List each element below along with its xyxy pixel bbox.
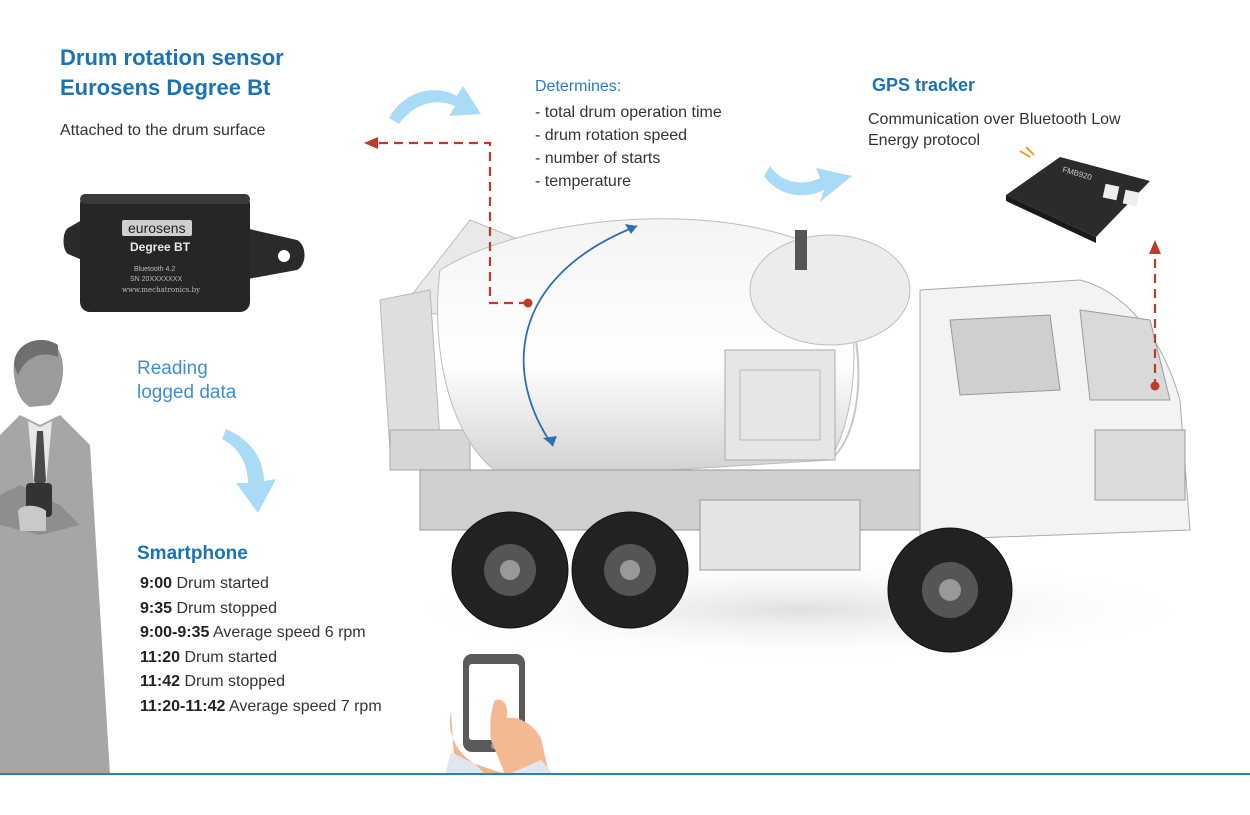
sensor-bluetooth: Bluetooth 4.2	[134, 266, 176, 273]
curved-arrow-icon	[389, 86, 481, 124]
smartphone-log: 9:00 Drum started 9:35 Drum stopped 9:00…	[140, 572, 382, 719]
log-time: 9:00-9:35	[140, 624, 210, 641]
sensor-title-line1: Drum rotation sensor	[60, 45, 284, 70]
gps-description: Communication over Bluetooth Low Energy …	[868, 109, 1121, 151]
reading-label-line1: Reading	[137, 358, 208, 379]
determines-item: - number of starts	[535, 150, 661, 167]
gps-description-line1: Communication over Bluetooth Low	[868, 111, 1121, 128]
determines-heading: Determines:	[535, 78, 622, 95]
sensor-site: www.mechatronics.by	[122, 286, 201, 294]
log-text: Drum started	[184, 648, 277, 666]
reading-label-line2: logged data	[137, 382, 237, 403]
bottom-divider	[0, 773, 1250, 775]
log-text: Drum started	[176, 575, 269, 592]
sensor-device: eurosens Degree BT Bluetooth 4.2 SN 20XX…	[62, 180, 312, 320]
log-entry: 9:00 Drum started	[140, 572, 382, 597]
log-time: 11:42	[140, 673, 181, 690]
sensor-connector-line	[364, 137, 533, 308]
determines-list: - total drum operation time - drum rotat…	[535, 101, 722, 193]
log-text: Average speed 6 rpm	[212, 624, 366, 641]
log-time: 11:20	[140, 648, 181, 666]
sensor-title-line2: Eurosens Degree Bt	[60, 75, 271, 100]
log-entry: 9:00-9:35 Average speed 6 rpm	[140, 621, 382, 646]
log-time: 9:00	[140, 575, 173, 592]
person-illustration	[0, 339, 110, 775]
gps-tracker-device: FMB920	[1000, 145, 1160, 245]
log-time: 11:20-11:42	[140, 697, 226, 715]
determines-item: - total drum operation time	[535, 104, 722, 121]
sensor-title: Drum rotation sensor Eurosens Degree Bt	[60, 43, 284, 103]
rotation-arc-icon	[522, 224, 638, 447]
sensor-model: Degree BT	[130, 240, 191, 254]
log-text: Drum stopped	[176, 599, 277, 617]
curved-arrow-icon	[764, 166, 852, 202]
smartphone-title: Smartphone	[137, 543, 248, 564]
gps-tracker-shape	[1006, 146, 1150, 243]
tablet-hand-icon	[445, 654, 553, 774]
tracker-connector-line	[1149, 240, 1161, 391]
reading-label: Reading logged data	[137, 357, 236, 405]
gps-title: GPS tracker	[872, 75, 976, 95]
log-entry: 11:42 Drum stopped	[140, 670, 382, 695]
sensor-serial: SN 20XXXXXXX	[130, 276, 183, 283]
sensor-brand: eurosens	[122, 220, 192, 236]
determines-item: - temperature	[535, 173, 632, 190]
log-entry: 11:20-11:42 Average speed 7 rpm	[140, 695, 382, 720]
log-time: 9:35	[140, 599, 173, 617]
curved-arrow-icon	[222, 429, 276, 513]
log-entry: 11:20 Drum started	[140, 646, 382, 671]
log-text: Average speed 7 rpm	[228, 697, 382, 715]
truck-illustration	[379, 218, 1220, 665]
log-text: Drum stopped	[184, 673, 286, 690]
determines-item: - drum rotation speed	[535, 127, 688, 144]
sensor-subtitle: Attached to the drum surface	[60, 122, 266, 139]
log-entry: 9:35 Drum stopped	[140, 597, 382, 622]
gps-description-line2: Energy protocol	[868, 132, 981, 149]
